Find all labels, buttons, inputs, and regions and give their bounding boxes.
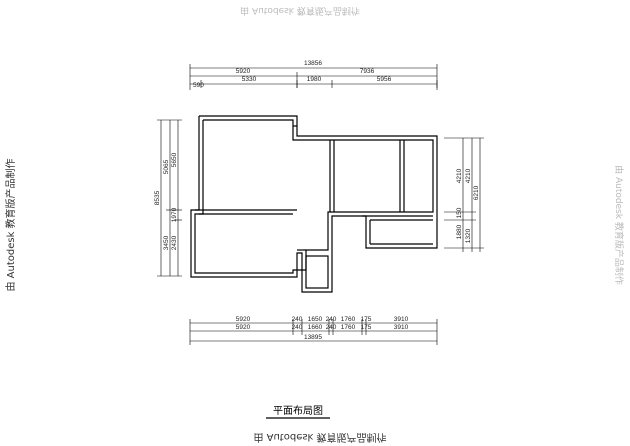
dim-top-total: 13856 <box>304 60 322 67</box>
dim-left-outer: 8535 <box>154 190 161 205</box>
dim-top-row1-b: 7936 <box>360 68 375 75</box>
dim-bot-r1-g: 3910 <box>394 316 409 323</box>
dim-left-mid: 1970 <box>171 207 178 222</box>
left-dimensions <box>157 119 182 277</box>
dim-right-outer: 6210 <box>473 185 480 200</box>
dim-left-top-b: 5650 <box>171 152 178 167</box>
dim-left-bottom-a: 3450 <box>163 235 170 250</box>
dim-bot-r2-a: 5920 <box>236 324 251 331</box>
bottom-dimensions <box>189 319 438 345</box>
watermark-top-faint: 由 Autodesk 教育版产品制作 <box>240 5 360 17</box>
dim-right-e: 1320 <box>465 228 472 243</box>
dim-bot-r1-c: 1650 <box>308 316 323 323</box>
dim-right-b: 4210 <box>465 168 472 183</box>
dim-top-row2-b: 1980 <box>307 76 322 83</box>
dim-right-a: 4210 <box>456 168 463 183</box>
dim-bot-r1-f: 175 <box>361 316 372 323</box>
dim-bot-r1-e: 1760 <box>341 316 356 323</box>
dim-bot-r1-a: 5920 <box>236 316 251 323</box>
dim-bot-r1-b: 240 <box>292 316 303 323</box>
dim-bot-r1-d: 240 <box>326 316 337 323</box>
dim-left-bottom-b: 2430 <box>171 235 178 250</box>
dim-bot-r2-f: 175 <box>361 324 372 331</box>
right-dimensions <box>444 137 484 252</box>
top-dimensions <box>189 64 438 90</box>
dim-top-row2-small: 590 <box>193 82 204 89</box>
dim-bot-r2-b: 240 <box>292 324 303 331</box>
dim-top-row2-a: 5330 <box>242 76 257 83</box>
dim-right-d: 150 <box>456 207 463 218</box>
watermark-right-faint: 由 Autodesk 教育版产品制作 <box>613 165 625 285</box>
dim-bot-r2-d: 240 <box>326 324 337 331</box>
dim-bot-r2-c: 1660 <box>308 324 323 331</box>
watermark-bottom-mirrored: 由 Autodesk 教育版产品制作 <box>253 431 386 444</box>
plan-title: 平面布局图 <box>273 405 323 417</box>
floor-plan-walls <box>190 115 438 293</box>
dim-bottom-total: 13895 <box>304 334 322 341</box>
dim-left-top-a: 5065 <box>163 159 170 174</box>
dim-bot-r2-e: 1760 <box>341 324 356 331</box>
dim-bot-r2-g: 3910 <box>394 324 409 331</box>
dim-top-row1-a: 5920 <box>236 68 251 75</box>
dim-right-c: 1880 <box>456 224 463 239</box>
watermark-left: 由 Autodesk 教育版产品制作 <box>4 158 17 291</box>
dim-top-row2-c: 5956 <box>377 76 392 83</box>
